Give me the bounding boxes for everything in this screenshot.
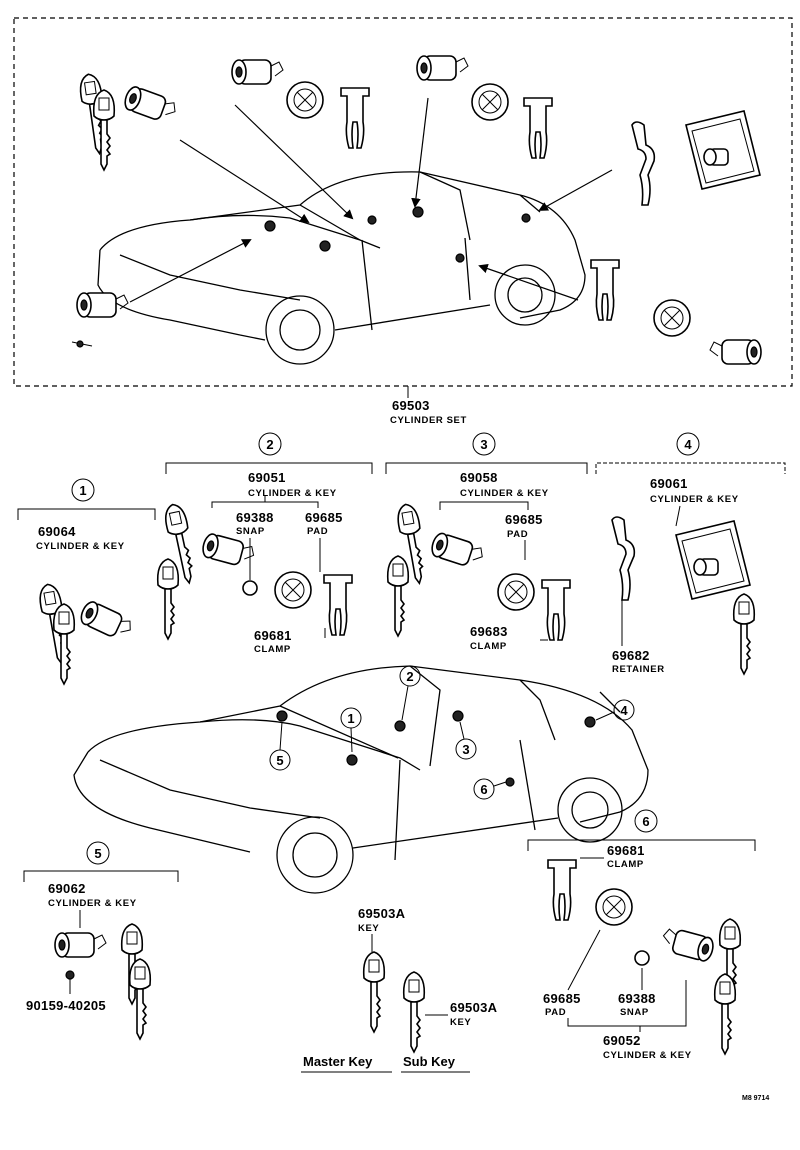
- assembly-arrows-top: [129, 97, 613, 303]
- g4-retainer-number: 69682: [612, 648, 650, 663]
- car-lock-points-top: [264, 206, 531, 263]
- g3-pad-name: PAD: [507, 529, 528, 540]
- callout-4: 4: [676, 432, 700, 456]
- g6-snap-number: 69388: [618, 991, 656, 1006]
- car-outline-middle: [73, 665, 649, 894]
- callout-6: 6: [634, 809, 658, 833]
- g3-part-number: 69058: [460, 470, 498, 485]
- g1-part-name: CYLINDER & KEY: [36, 541, 125, 552]
- g2-part-name: CYLINDER & KEY: [248, 488, 337, 499]
- master-key-number: 69503A: [358, 906, 406, 921]
- g4-part-name: CYLINDER & KEY: [650, 494, 739, 505]
- master-key-name: KEY: [358, 923, 379, 934]
- g2-part-number: 69051: [248, 470, 286, 485]
- svg-text:2: 2: [406, 669, 413, 684]
- g6-pad-name: PAD: [545, 1007, 566, 1018]
- svg-text:6: 6: [480, 782, 487, 797]
- callout-2: 2: [258, 432, 282, 456]
- sub-key-label: Sub Key: [403, 1054, 456, 1069]
- car-callouts: 1 2 3 4 5 6: [269, 665, 635, 800]
- g6-part-number: 69052: [603, 1033, 641, 1048]
- g2-clamp-name: CLAMP: [254, 644, 291, 655]
- master-key-icon: [362, 951, 386, 1033]
- svg-text:3: 3: [462, 742, 469, 757]
- callout-5: 5: [86, 841, 110, 865]
- g3-part-name: CYLINDER & KEY: [460, 488, 549, 499]
- svg-text:2: 2: [266, 437, 273, 452]
- svg-text:1: 1: [347, 711, 354, 726]
- g6-snap-name: SNAP: [620, 1007, 649, 1018]
- g2-pad-name: PAD: [307, 526, 328, 537]
- g4-retainer-name: RETAINER: [612, 664, 665, 675]
- g2-pad-number: 69685: [305, 510, 343, 525]
- g2-snap-name: SNAP: [236, 526, 265, 537]
- g4-part-number: 69061: [650, 476, 688, 491]
- sub-key-name: KEY: [450, 1017, 471, 1028]
- sub-key-icon: [402, 971, 426, 1053]
- sub-key-number: 69503A: [450, 1000, 498, 1015]
- group-4: 69061 CYLINDER & KEY 69682 RETAINER: [611, 476, 756, 675]
- group-2: 69051 CYLINDER & KEY 69388 SNAP 69685 PA…: [156, 470, 353, 655]
- g6-part-name: CYLINDER & KEY: [603, 1050, 692, 1061]
- g6-clamp-name: CLAMP: [607, 859, 644, 870]
- g6-pad-number: 69685: [543, 991, 581, 1006]
- svg-text:6: 6: [642, 814, 649, 829]
- svg-text:1: 1: [79, 483, 86, 498]
- g3-clamp-name: CLAMP: [470, 641, 507, 652]
- cylinder-set-box: [13, 17, 793, 387]
- g3-pad-number: 69685: [505, 512, 543, 527]
- g5-part-number: 69062: [48, 881, 86, 896]
- reference-code: M8 9714: [742, 1095, 769, 1102]
- g2-snap-number: 69388: [236, 510, 274, 525]
- set-part-number: 69503: [392, 398, 430, 413]
- door-cylinder-top-center: [416, 55, 553, 159]
- group-1: 69064 CYLINDER & KEY: [36, 524, 136, 685]
- callout-3: 3: [472, 432, 496, 456]
- callout-1: 1: [71, 478, 95, 502]
- g5-part-name: CYLINDER & KEY: [48, 898, 137, 909]
- g5-screw-number: 90159-40205: [26, 998, 106, 1013]
- svg-text:5: 5: [276, 753, 283, 768]
- g6-clamp-number: 69681: [607, 843, 645, 858]
- svg-text:4: 4: [684, 437, 692, 452]
- master-key-label: Master Key: [303, 1054, 373, 1069]
- door-cylinder-top-left: [231, 59, 370, 149]
- g3-clamp-number: 69683: [470, 624, 508, 639]
- set-part-name: CYLINDER SET: [390, 415, 467, 426]
- group-5: 69062 CYLINDER & KEY 90159-40205: [26, 881, 152, 1040]
- svg-text:3: 3: [480, 437, 487, 452]
- keys-group: 69503A KEY 69503A KEY Master Key Sub Key: [301, 906, 498, 1073]
- group-brackets: [17, 462, 786, 882]
- car-outline-top: [97, 171, 586, 365]
- svg-text:5: 5: [94, 846, 101, 861]
- group-3: 69058 CYLINDER & KEY 69685 PAD 69683 CLA…: [386, 470, 571, 652]
- group-6: 69681 CLAMP 69685 PAD 69388 SNAP 69052 C…: [543, 843, 742, 1061]
- svg-text:4: 4: [620, 703, 628, 718]
- glovebox-cylinder-top-left: [71, 292, 129, 348]
- g1-part-number: 69064: [38, 524, 76, 539]
- fuel-cylinder-top-right: [590, 259, 762, 365]
- g2-clamp-number: 69681: [254, 628, 292, 643]
- car-lock-points-middle: [276, 710, 596, 787]
- ignition-cylinder-top: [77, 72, 180, 171]
- hatch-cylinder-top-right: [631, 110, 761, 206]
